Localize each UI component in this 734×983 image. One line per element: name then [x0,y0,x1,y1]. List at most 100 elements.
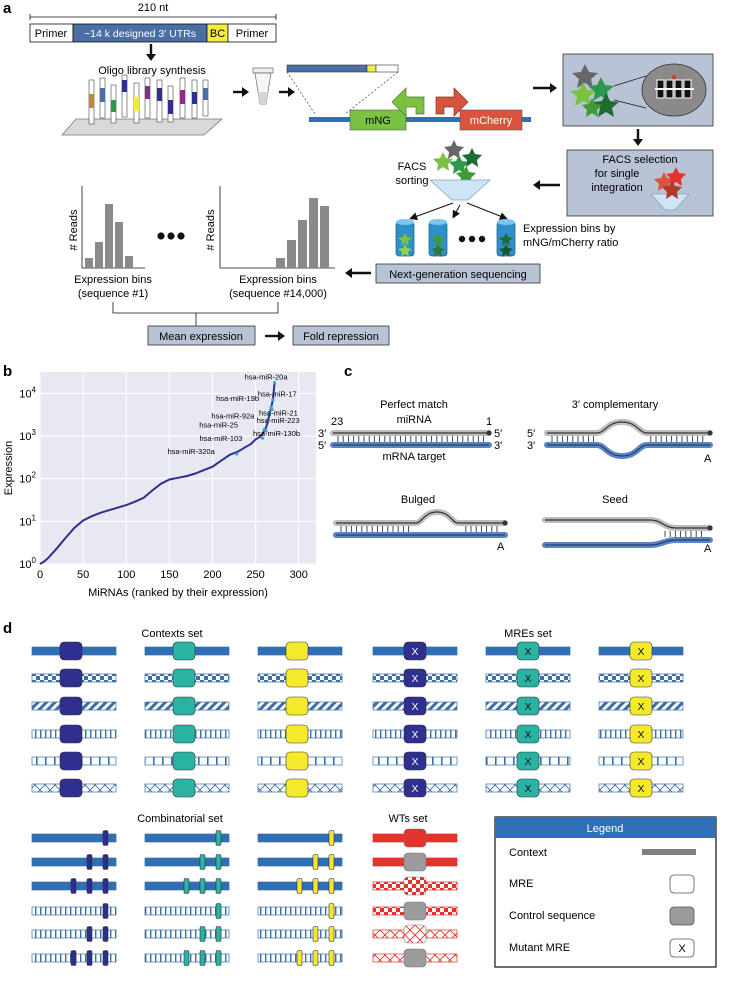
mutant-mark: X [637,701,644,713]
oligo-strand [191,79,198,119]
mutant-mre-box [516,751,540,771]
tc-mirna-strand [544,418,713,436]
mutant-mark: X [637,673,644,685]
mcherry-label: mCherry [470,115,513,127]
mutant-mark: X [637,783,644,795]
mre-box [59,668,83,688]
context-bar [257,857,343,867]
context-bar [257,906,343,916]
mre-site [199,854,206,870]
annotated-point [264,429,268,433]
y-tick-label: 104 [19,385,36,400]
mre-site [102,878,109,894]
mre-box [172,696,196,716]
wts-set-title: WTs set [388,813,427,825]
arrowhead-to-fold [278,331,285,341]
mutant-mre-box [403,668,427,688]
fold-repression-box [292,325,390,346]
panel-a: a 210 nt Primer ~14 k designed 3′ UTRs B… [3,0,714,346]
context-bar [31,833,117,843]
mutant-mre-box [403,751,427,771]
context-bar [144,833,230,843]
facs-selection-line-1: FACS selection [602,154,677,166]
mre-site [215,878,222,894]
mutant-mark: X [411,646,418,658]
insert-dash-right [344,71,399,115]
wt-mre-box [403,828,427,848]
mre-site [215,830,222,846]
mre-box [285,696,309,716]
mre-site [328,926,335,942]
wts-set [372,828,458,968]
mutant-mre-box [516,696,540,716]
oligo-strands [88,74,209,125]
annotated-point [260,436,265,440]
seed-title: Seed [602,494,628,506]
oligo-strand [99,77,106,119]
mutant-mark: X [524,729,531,741]
mre-site [86,926,93,942]
length-label: 210 nt [138,2,169,14]
mre-site [215,854,222,870]
y-tick-label: 101 [19,513,36,528]
annotated-point [273,381,277,385]
mutant-mark: X [524,783,531,795]
facs-selection-stars [654,167,686,199]
histograms-ellipsis [157,232,185,240]
legend-control-label: Control sequence [509,910,595,922]
mre-box [285,641,309,661]
oligo-strand [167,85,174,123]
arrowhead-to-tube [242,87,249,97]
combinatorial-set [31,830,343,966]
mutant-mark: X [411,701,418,713]
legend: Legend Context MRE Control sequence Muta… [494,816,717,968]
mre-site [199,878,206,894]
annotated-point [235,452,239,456]
chart-grid [39,372,316,565]
mre-site [86,950,93,966]
insert-primer [375,64,399,73]
histogram-2: # Reads [205,186,335,269]
mre-box [172,668,196,688]
tc-3prime-bottom: 3′ [527,440,535,452]
annotated-point [270,407,274,412]
tc-mirna-core [547,421,710,434]
control-sequence-box [403,948,427,968]
context-bar [31,906,117,916]
panel-c: c Perfect match miRNA 23 1 3′ 5′ 5′ 3′ m… [318,363,713,555]
wt-mre-box [403,924,427,944]
mutant-mark: X [637,756,644,768]
tc-mirna-end [707,430,713,436]
bulged-title: Bulged [401,494,435,506]
mean-expression-label: Mean expression [159,331,243,343]
arrowhead-synthesis [146,54,156,61]
x-tick-label: 0 [37,569,43,581]
mre-box [172,724,196,744]
mre-box [172,778,196,798]
arrowhead-to-facs-selection [633,139,643,146]
mre-site [102,830,109,846]
mutant-mre-box [403,724,427,744]
legend-title: Legend [587,823,624,835]
pm-base-pairs [337,436,485,442]
mrna-target-label: mRNA target [383,451,446,463]
zoom-line-top [613,75,647,87]
histogram-bracket [112,302,279,314]
legend-mutant-mark: X [678,943,686,955]
x-tick-label: 150 [160,569,178,581]
legend-mutant-label: Mutant MRE [509,942,570,954]
contexts-set [31,641,343,798]
mutant-mre-box [629,668,653,688]
x-tick-label: 50 [77,569,89,581]
mre-site [183,950,190,966]
mre-box [59,724,83,744]
pm-5prime-bottom: 5′ [318,440,326,452]
legend-mre-swatch [669,874,695,894]
arrowhead-to-cells [550,83,557,93]
utr-label: ~14 k designed 3′ UTRs [84,28,196,40]
context-bar [257,833,343,843]
annotated-point [269,405,273,409]
mre-site [312,950,319,966]
mng-box [349,109,407,131]
